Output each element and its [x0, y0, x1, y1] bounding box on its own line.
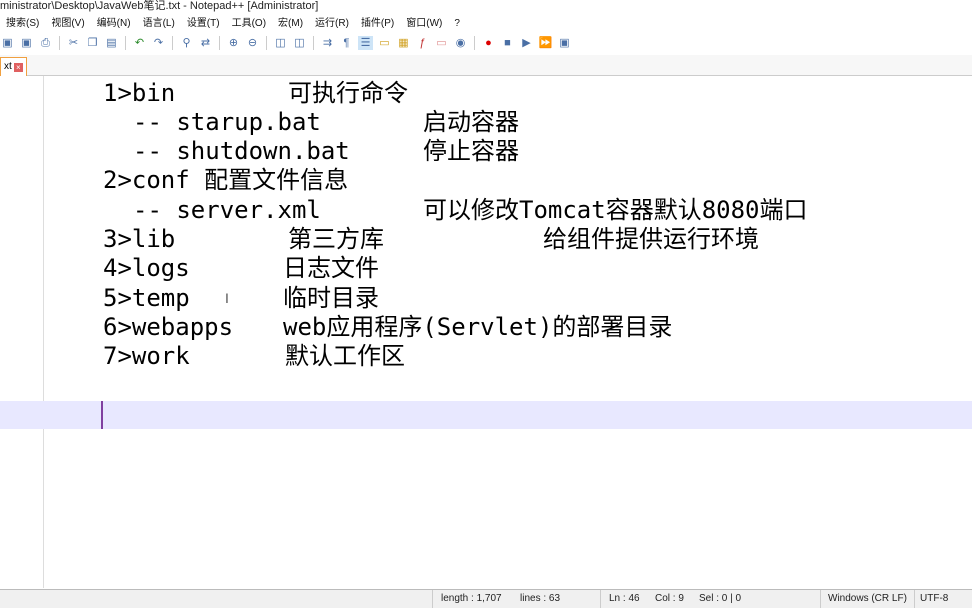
doc-map-icon[interactable]: ▭ [379, 37, 390, 49]
function-list-icon[interactable]: ▦ [398, 37, 409, 49]
line-text: 1>bin [103, 79, 176, 107]
record-macro-icon[interactable]: ● [485, 37, 492, 49]
print-icon[interactable]: ⎙ [41, 37, 50, 49]
line-text: 3>lib [103, 225, 176, 253]
menu-tools[interactable]: 工具(O) [231, 18, 267, 29]
cut-icon[interactable]: ✂ [68, 37, 79, 49]
menu-window[interactable]: 窗口(W) [406, 18, 443, 29]
margin-line [43, 76, 44, 588]
line-text: 停止容器 [423, 137, 519, 165]
toolbar: ▣ ▣ ⎙ ✂ ❐ ▤ ↶ ↷ ⚲ ⇄ ⊕ ⊖ ◫ ◫ ⇉ ¶ ☰ ▭ ▦ ƒ … [0, 33, 972, 53]
zoom-in-icon[interactable]: ⊕ [228, 37, 239, 49]
line-text: 默认工作区 [285, 342, 405, 370]
menu-bar: 搜索(S) 视图(V) 编码(N) 语言(L) 设置(T) 工具(O) 宏(M)… [0, 15, 972, 33]
editor[interactable]: 1>bin 可执行命令 -- starup.bat 启动容器 -- shutdo… [0, 76, 972, 588]
line-text: 启动容器 [423, 108, 519, 136]
menu-run[interactable]: 运行(R) [315, 18, 349, 29]
tab-label: xt [4, 61, 12, 72]
menu-encoding[interactable]: 编码(N) [96, 18, 131, 29]
status-bar: length : 1,707 lines : 63 Ln : 46 Col : … [0, 589, 972, 608]
folder-workspace-icon[interactable]: ƒ [419, 37, 426, 49]
menu-search[interactable]: 搜索(S) [6, 18, 40, 29]
sync-v-icon[interactable]: ◫ [275, 37, 286, 49]
line-text: -- shutdown.bat [133, 137, 350, 165]
find-icon[interactable]: ⚲ [182, 37, 191, 49]
line-text: 2>conf 配置文件信息 [103, 166, 349, 194]
line-text: 5>temp [103, 284, 190, 312]
close-file-icon[interactable]: ▣ [2, 37, 13, 49]
close-tab-icon[interactable]: × [13, 62, 23, 72]
mouse-ibeam-icon: I [225, 290, 229, 306]
status-length: length : 1,707 [441, 593, 502, 604]
close-all-icon[interactable]: ▣ [21, 37, 32, 49]
status-sel: Sel : 0 | 0 [699, 593, 742, 604]
status-ln: Ln : 46 [609, 593, 640, 604]
menu-help[interactable]: ? [454, 18, 460, 29]
sync-h-icon[interactable]: ◫ [294, 37, 305, 49]
menu-language[interactable]: 语言(L) [142, 18, 175, 29]
line-text: web应用程序(Servlet)的部署目录 [283, 313, 673, 341]
play-macro-icon[interactable]: ▶ [522, 37, 531, 49]
menu-view[interactable]: 视图(V) [51, 18, 85, 29]
run-macro-multiple-icon[interactable]: ⏩ [538, 37, 553, 49]
text-caret [101, 401, 103, 429]
menu-macro[interactable]: 宏(M) [278, 18, 304, 29]
word-wrap-icon[interactable]: ⇉ [322, 37, 333, 49]
status-lines: lines : 63 [520, 593, 561, 604]
menu-plugins[interactable]: 插件(P) [360, 18, 395, 29]
status-encoding: UTF-8 [920, 593, 949, 604]
paste-icon[interactable]: ▤ [106, 37, 117, 49]
line-text: 7>work [103, 342, 190, 370]
window-title: ministrator\Desktop\JavaWeb笔记.txt - Note… [0, 0, 319, 12]
zoom-out-icon[interactable]: ⊖ [247, 37, 258, 49]
redo-icon[interactable]: ↷ [153, 37, 164, 49]
save-macro-icon[interactable]: ▣ [559, 37, 570, 49]
line-text: -- server.xml [133, 196, 321, 224]
tab-bar: xt× [0, 55, 972, 76]
status-col: Col : 9 [655, 593, 684, 604]
line-text: 可执行命令 [288, 79, 408, 107]
undo-icon[interactable]: ↶ [134, 37, 145, 49]
line-text: 4>logs [103, 254, 190, 282]
line-text: 可以修改Tomcat容器默认8080端口 [423, 196, 808, 224]
stop-macro-icon[interactable]: ■ [504, 37, 511, 49]
menu-settings[interactable]: 设置(T) [186, 18, 220, 29]
line-text: 临时目录 [283, 284, 379, 312]
show-all-chars-icon[interactable]: ¶ [343, 37, 350, 49]
monitor-icon[interactable]: ◉ [455, 37, 466, 49]
line-text: 第三方库 [288, 225, 384, 253]
indent-guide-icon[interactable]: ☰ [358, 36, 373, 50]
copy-icon[interactable]: ❐ [87, 37, 98, 49]
status-eol: Windows (CR LF) [828, 593, 907, 604]
line-text: 6>webapps [103, 313, 234, 341]
folder-icon[interactable]: ▭ [436, 37, 447, 49]
line-text: 日志文件 [283, 254, 379, 282]
tab-javaweb-notes[interactable]: xt× [0, 57, 27, 76]
current-line-highlight [0, 401, 972, 429]
line-text: -- starup.bat [133, 108, 321, 136]
line-text: 给组件提供运行环境 [543, 225, 759, 253]
replace-icon[interactable]: ⇄ [200, 37, 211, 49]
